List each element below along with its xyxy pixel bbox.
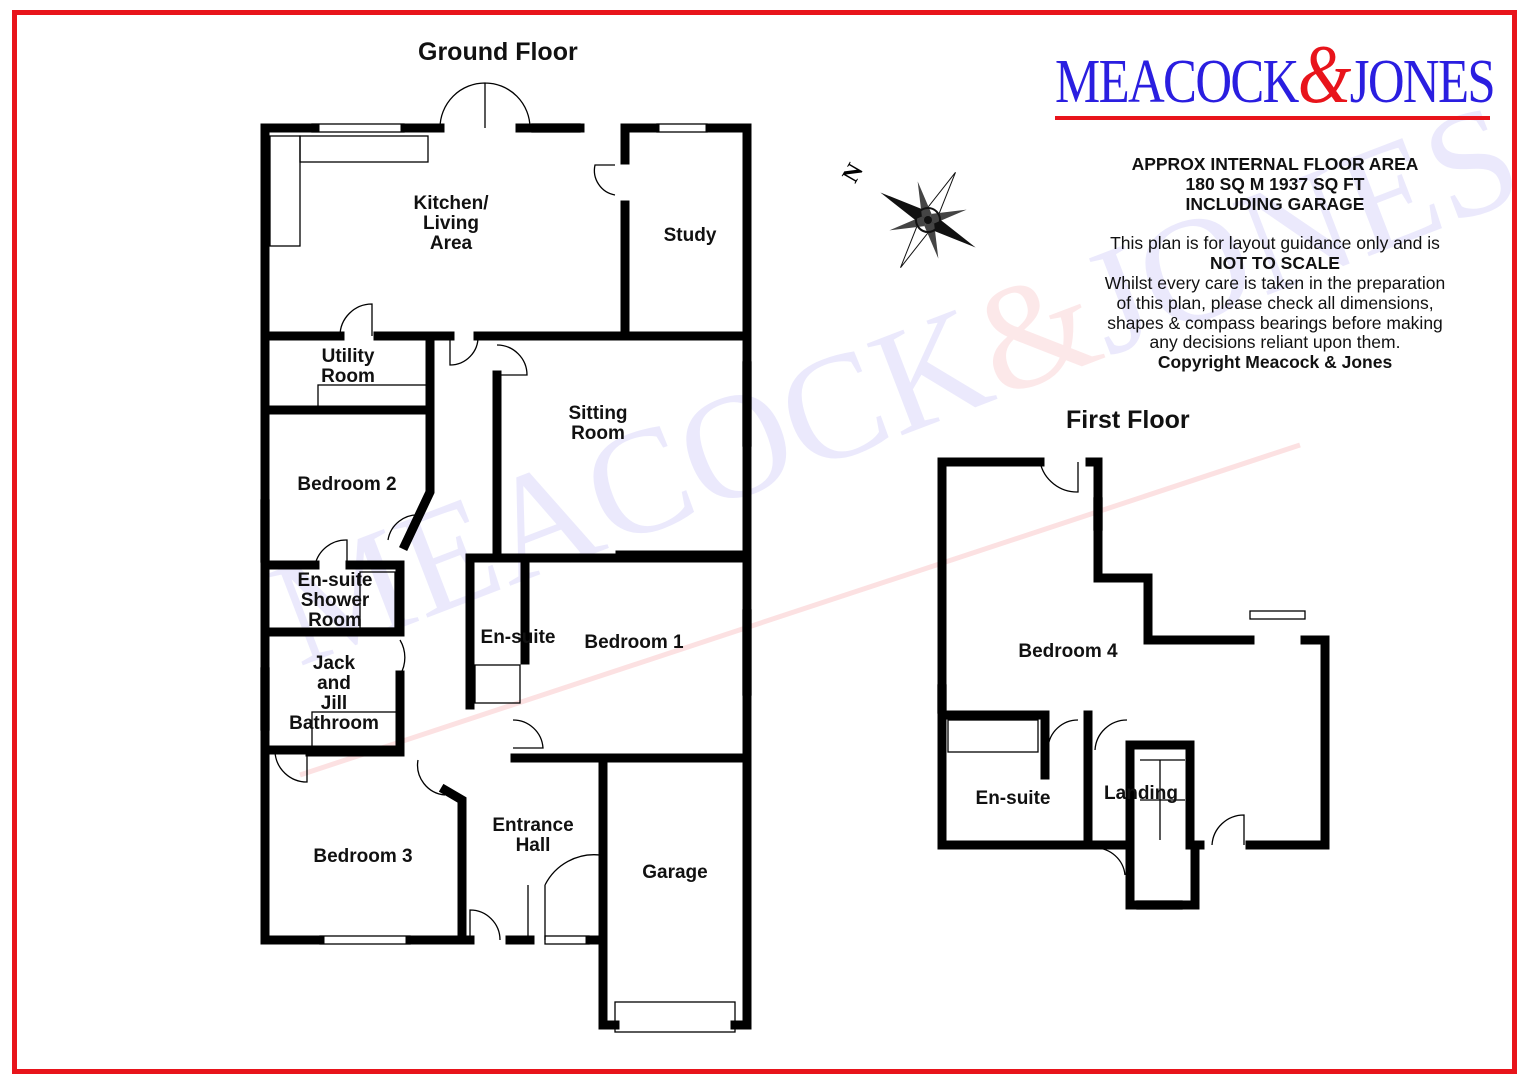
area-line-1: APPROX INTERNAL FLOOR AREA	[1131, 154, 1419, 174]
info-block: APPROX INTERNAL FLOOR AREA 180 SQ M 1937…	[1080, 154, 1470, 373]
copyright: Copyright Meacock & Jones	[1157, 352, 1393, 373]
brand-logo: MEACOCK&JONES	[1055, 26, 1496, 123]
compass-rose-icon	[880, 172, 976, 268]
ground-floor-title: Ground Floor	[418, 38, 578, 66]
disclaimer-4: shapes & compass bearings before making	[1107, 312, 1443, 333]
logo-amp: &	[1297, 28, 1352, 121]
room-sitting: Sitting Room	[568, 403, 628, 444]
page-border	[12, 10, 1517, 1074]
disclaimer-1: This plan is for layout guidance only an…	[1110, 233, 1440, 254]
ground-floor-details	[260, 82, 752, 1033]
room-bedroom-2: Bedroom 2	[297, 474, 397, 495]
room-study: Study	[663, 225, 717, 246]
disclaimer-3: of this plan, please check all dimension…	[1116, 292, 1434, 313]
ground-floor-walls	[260, 123, 752, 1030]
logo-underline	[1055, 116, 1490, 120]
disclaimer-5: any decisions reliant upon them.	[1149, 332, 1401, 353]
room-bedroom-4: Bedroom 4	[1018, 641, 1118, 662]
room-landing: Landing	[1104, 783, 1178, 804]
first-floor-title: First Floor	[1066, 406, 1190, 434]
area-line-3: INCLUDING GARAGE	[1185, 193, 1365, 214]
room-ensuite-bed1: En-suite	[480, 627, 556, 648]
room-jack-and-jill: Jack and Jill Bathroom	[289, 653, 379, 734]
not-to-scale: NOT TO SCALE	[1210, 253, 1340, 274]
disclaimer-2: Whilst every care is taken in the prepar…	[1104, 272, 1446, 293]
logo-right: JONES	[1349, 48, 1496, 116]
room-entrance-hall: Entrance Hall	[492, 815, 574, 856]
watermark-line	[299, 442, 1301, 778]
first-floor-details	[937, 461, 1306, 910]
room-bedroom-3: Bedroom 3	[313, 846, 413, 867]
first-floor-walls	[937, 457, 1330, 910]
logo-left: MEACOCK	[1055, 48, 1299, 116]
room-kitchen-living: Kitchen/ Living Area	[413, 193, 489, 254]
room-utility: Utility Room	[321, 346, 375, 387]
room-garage: Garage	[642, 862, 708, 883]
room-ensuite-shower: En-suite Shower Room	[297, 570, 373, 631]
room-bedroom-1: Bedroom 1	[584, 632, 684, 653]
room-ensuite-first: En-suite	[975, 788, 1051, 809]
area-line-2: 180 SQ M 1937 SQ FT	[1185, 173, 1365, 194]
